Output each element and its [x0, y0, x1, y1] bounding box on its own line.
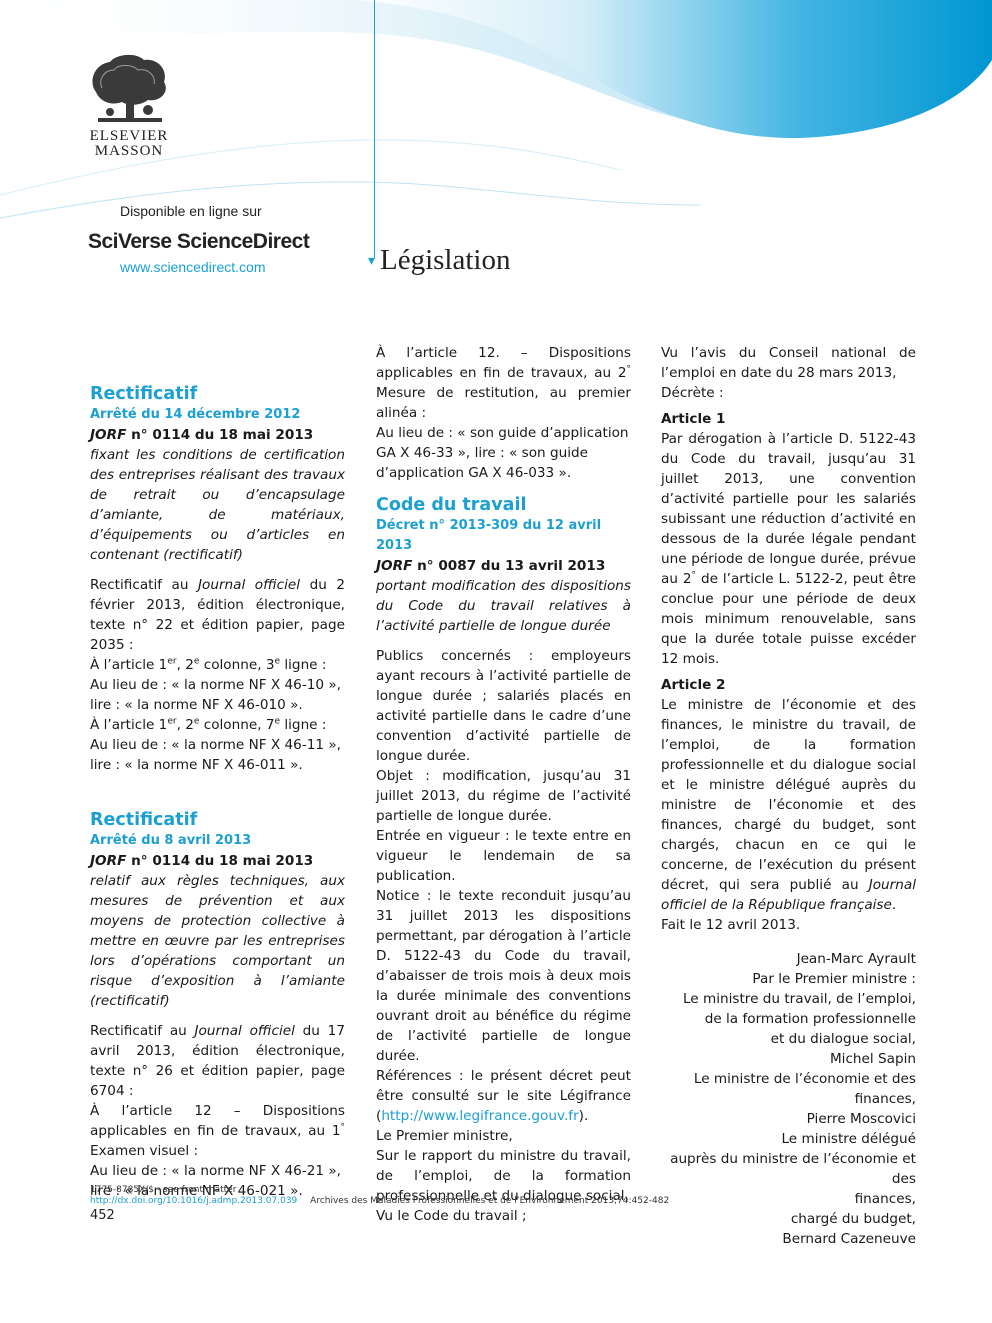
decret-references: Références : le présent décret peut être… [376, 1068, 631, 1124]
rectificatif-2-jorf: JORF n° 0114 du 18 mai 2013 [90, 853, 314, 869]
article-2-text: Le ministre de l’économie et des finance… [661, 697, 916, 913]
chevron-down-icon: ▾ [368, 252, 376, 268]
col3-avis: Vu l’avis du Conseil national de l’emplo… [661, 345, 916, 381]
sciencedirect-brand: SciVerse ScienceDirect [88, 230, 310, 253]
decret-subtitle: Décret n° 2013-309 du 12 avril 2013 [376, 518, 602, 553]
code-du-travail-title: Code du travail [376, 495, 527, 515]
publisher-logo: ELSEVIER MASSON [88, 52, 170, 159]
signature-line: Par le Premier ministre : [752, 971, 916, 987]
decret-objet: Objet : modification, jusqu’au 31 juille… [376, 768, 631, 824]
doi-link[interactable]: http://dx.doi.org/10.1016/j.admp.2013.07… [90, 1196, 298, 1206]
page-number: 452 [90, 1208, 115, 1223]
decret-description: portant modification des dispositions du… [376, 578, 631, 634]
available-online-label: Disponible en ligne sur [120, 203, 262, 219]
section-title: Législation [380, 244, 511, 276]
header-divider-line [374, 0, 375, 258]
col2-continuation-2: Au lieu de : « son guide d’application G… [376, 425, 629, 481]
article-1-text: Par dérogation à l’article D. 5122-43 du… [661, 431, 916, 667]
decret-entree-vigueur: Entrée en vigueur : le texte entre en vi… [376, 828, 631, 884]
decret-publics: Publics concernés : employeurs ayant rec… [376, 648, 631, 764]
rectificatif-2-description: relatif aux règles techniques, aux mesur… [90, 873, 345, 1009]
rectificatif-1-jorf: JORF n° 0114 du 18 mai 2013 [90, 427, 314, 443]
rectificatif-1-line-4: Au lieu de : « la norme NF X 46-11 », li… [90, 737, 341, 773]
signatures-block: Jean-Marc Ayrault Par le Premier ministr… [661, 949, 916, 1249]
column-1: Rectificatif Arrêté du 14 décembre 2012 … [90, 383, 345, 775]
rectificatif-1-line-1: À l’article 1er, 2e colonne, 3e ligne : [90, 656, 327, 673]
signature-line: Le ministre du travail, de l’emploi, [682, 991, 916, 1007]
legifrance-link[interactable]: http://www.legifrance.gouv.fr [381, 1108, 579, 1124]
signature-line: Pierre Moscovici [806, 1111, 916, 1127]
rectificatif-2-line-2: Au lieu de : « la norme NF X 46-21 », li… [90, 1163, 341, 1199]
rectificatif-1-description: fixant les conditions de certification d… [90, 447, 345, 563]
column-1-lower: Rectificatif Arrêté du 8 avril 2013 JORF… [90, 809, 345, 1201]
article-1-title: Article 1 [661, 411, 726, 427]
footer-doi-line: http://dx.doi.org/10.1016/j.admp.2013.07… [90, 1196, 669, 1206]
col3-decrete: Décrète : [661, 385, 724, 401]
signature-line: finances, [854, 1191, 916, 1207]
footer-issn: 1775-8785X/$ - see front matter [90, 1185, 237, 1195]
signature-line: et du dialogue social, [770, 1031, 916, 1047]
rectificatif-1-subtitle: Arrêté du 14 décembre 2012 [90, 407, 301, 422]
rectificatif-2-paragraph: Rectificatif au Journal officiel du 17 a… [90, 1023, 345, 1099]
rectificatif-1-line-2: Au lieu de : « la norme NF X 46-10 », li… [90, 677, 341, 713]
signature-line: de la formation professionnelle [704, 1011, 916, 1027]
signature-line: Jean-Marc Ayrault [796, 951, 916, 967]
signature-line: finances, [854, 1091, 916, 1107]
decret-vu-code: Vu le Code du travail ; [376, 1208, 527, 1224]
tree-logo-icon [88, 52, 170, 124]
footer-journal: Archives des Maladies Professionnelles e… [310, 1196, 670, 1206]
rectificatif-2-line-1: À l’article 12 – Dispositions applicable… [90, 1103, 345, 1159]
sciencedirect-url[interactable]: www.sciencedirect.com [120, 259, 266, 275]
signature-line: auprès du ministre de l’économie et des [670, 1151, 916, 1187]
article-2-title: Article 2 [661, 677, 726, 693]
column-3: Vu l’avis du Conseil national de l’emplo… [661, 343, 916, 1249]
column-2-code-du-travail: Code du travail Décret n° 2013-309 du 12… [376, 494, 631, 1226]
decret-jorf: JORF n° 0087 du 13 avril 2013 [376, 558, 606, 574]
col2-continuation-1: À l’article 12. – Dispositions applicabl… [376, 345, 631, 421]
signature-line: Le ministre de l’économie et des [693, 1071, 916, 1087]
rectificatif-2-subtitle: Arrêté du 8 avril 2013 [90, 833, 252, 848]
column-2: À l’article 12. – Dispositions applicabl… [376, 343, 631, 483]
logo-wordmark-line2: MASSON [94, 143, 164, 159]
rectificatif-1-title: Rectificatif [90, 384, 198, 404]
header-wave-graphic [0, 0, 992, 219]
decret-rapport: Sur le rapport du ministre du travail, d… [376, 1148, 631, 1204]
rectificatif-2-title: Rectificatif [90, 810, 198, 830]
signature-line: chargé du budget, [790, 1211, 916, 1227]
signature-line: Bernard Cazeneuve [782, 1231, 916, 1247]
fait-le-date: Fait le 12 avril 2013. [661, 917, 801, 933]
rectificatif-1-paragraph: Rectificatif au Journal officiel du 2 fé… [90, 577, 345, 653]
logo-wordmark-line1: ELSEVIER [89, 128, 169, 144]
rectificatif-1-line-3: À l’article 1er, 2e colonne, 7e ligne : [90, 716, 327, 733]
decret-premier-ministre: Le Premier ministre, [376, 1128, 513, 1144]
signature-line: Michel Sapin [829, 1051, 916, 1067]
signature-line: Le ministre délégué [781, 1131, 916, 1147]
decret-notice: Notice : le texte reconduit jusqu’au 31 … [376, 888, 631, 1064]
